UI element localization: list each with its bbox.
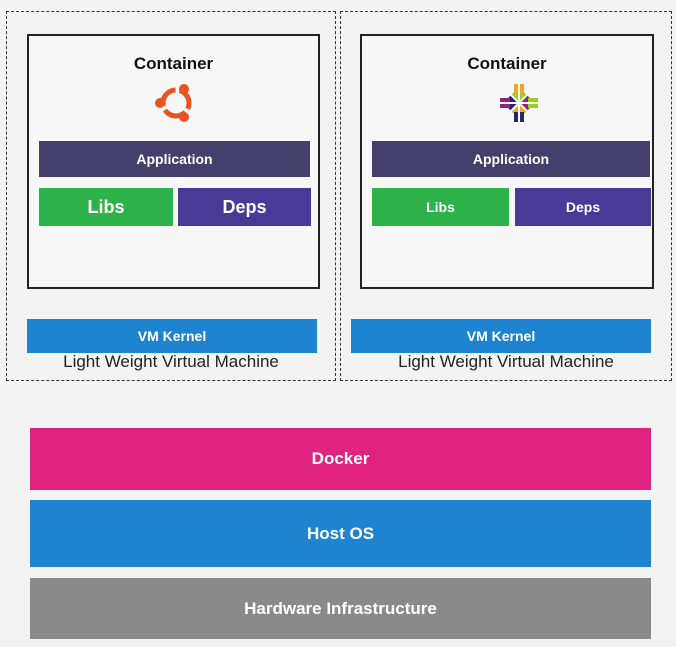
host-os-layer: Host OS xyxy=(30,500,651,567)
centos-logo-icon xyxy=(499,83,539,123)
libs-block: Libs xyxy=(372,188,509,226)
application-bar: Application xyxy=(39,141,310,177)
vm-kernel-bar: VM Kernel xyxy=(27,319,317,353)
container-title: Container xyxy=(467,54,547,73)
application-bar: Application xyxy=(372,141,650,177)
container-box-right: Container Application Libs Deps xyxy=(360,34,654,289)
ubuntu-logo-icon xyxy=(155,84,193,122)
vm-left: Container Application Libs Deps VM Kerne… xyxy=(6,11,336,381)
vm-label: Light Weight Virtual Machine xyxy=(63,352,279,371)
docker-layer: Docker xyxy=(30,428,651,490)
deps-block: Deps xyxy=(515,188,651,226)
container-box-left: Container Application Libs Deps xyxy=(27,34,320,289)
vm-kernel-bar: VM Kernel xyxy=(351,319,651,353)
hardware-infrastructure-layer: Hardware Infrastructure xyxy=(30,578,651,639)
vm-right: Container Application Libs Deps VM Kerne… xyxy=(340,11,672,381)
container-title: Container xyxy=(133,54,214,73)
libs-block: Libs xyxy=(39,188,173,226)
deps-block: Deps xyxy=(178,188,311,226)
vm-label: Light Weight Virtual Machine xyxy=(398,352,614,371)
